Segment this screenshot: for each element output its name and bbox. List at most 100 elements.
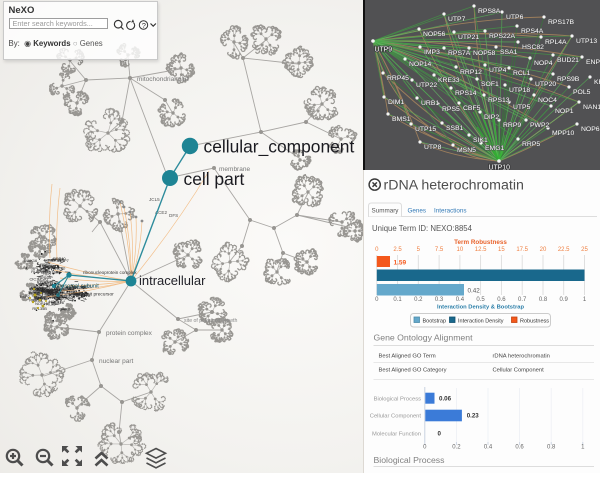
svg-text:10: 10: [457, 247, 464, 253]
svg-text:Cellular Component: Cellular Component: [493, 368, 545, 374]
svg-text:KRE1: KRE1: [594, 79, 600, 86]
svg-text:0: 0: [438, 431, 442, 438]
svg-text:0.42: 0.42: [468, 288, 481, 295]
svg-text:NOP58: NOP58: [473, 50, 496, 57]
svg-text:EMG1: EMG1: [485, 145, 504, 152]
svg-text:25: 25: [581, 247, 588, 253]
svg-text:NOP1: NOP1: [555, 108, 574, 115]
svg-text:NOP4: NOP4: [534, 60, 553, 67]
svg-text:0.06: 0.06: [439, 396, 452, 403]
svg-text:EBP2: EBP2: [20, 294, 30, 299]
svg-text:0.5: 0.5: [476, 297, 485, 303]
svg-text:Cellular Component: Cellular Component: [370, 414, 422, 420]
svg-text:RPS6B: RPS6B: [52, 257, 65, 262]
svg-text:1: 1: [583, 297, 587, 303]
svg-text:DFS: DFS: [169, 213, 178, 218]
svg-text:BUD21: BUD21: [557, 57, 579, 64]
svg-text:KRE33: KRE33: [438, 77, 460, 84]
svg-text:Summary: Summary: [372, 208, 400, 215]
svg-text:RPS9B: RPS9B: [557, 76, 580, 83]
svg-text:UTP15: UTP15: [415, 126, 436, 133]
svg-text:MPP10: MPP10: [552, 130, 575, 137]
svg-text:Term Robustness: Term Robustness: [454, 239, 507, 246]
svg-text:5: 5: [417, 247, 421, 253]
svg-text:0.6: 0.6: [515, 445, 524, 451]
svg-text:Interaction Density & Bootstra: Interaction Density & Bootstrap: [437, 305, 524, 311]
svg-text:HSC82: HSC82: [522, 44, 544, 51]
svg-text:site of polarized growth: site of polarized growth: [184, 318, 237, 324]
svg-text:POL5: POL5: [573, 89, 591, 96]
svg-text:mitochondrial part: mitochondrial part: [137, 76, 189, 83]
svg-text:RPG4: RPG4: [58, 307, 71, 312]
svg-text:0.8: 0.8: [539, 297, 548, 303]
svg-text:DIM1: DIM1: [388, 99, 404, 106]
svg-text:RPS5: RPS5: [442, 106, 460, 113]
svg-text:15: 15: [498, 247, 505, 253]
svg-text:RPS7A: RPS7A: [448, 50, 471, 57]
svg-text:2.5: 2.5: [393, 247, 402, 253]
svg-text:NOC4: NOC4: [538, 97, 557, 104]
svg-text:1: 1: [581, 445, 585, 451]
svg-text:UTP20: UTP20: [535, 81, 556, 88]
svg-text:NAN1: NAN1: [583, 104, 600, 111]
svg-text:UTP13: UTP13: [576, 38, 597, 45]
svg-text:SIK1: SIK1: [473, 137, 488, 144]
svg-text:RRP45: RRP45: [387, 75, 409, 82]
svg-text:RPS13: RPS13: [488, 97, 510, 104]
svg-text:nuclear part: nuclear part: [99, 358, 134, 365]
svg-text:0.8: 0.8: [547, 445, 556, 451]
svg-text:0.1: 0.1: [393, 297, 402, 303]
svg-text:RPL4A: RPL4A: [545, 39, 567, 46]
svg-text:RPS22A: RPS22A: [489, 33, 516, 40]
svg-text:0.3: 0.3: [435, 297, 444, 303]
svg-text:0.4: 0.4: [456, 297, 465, 303]
svg-text:0: 0: [423, 445, 427, 451]
svg-text:RRP9: RRP9: [503, 122, 521, 129]
svg-text:ribonucleoprotein complex: ribonucleoprotein complex: [83, 270, 137, 275]
svg-text:0: 0: [375, 247, 379, 253]
svg-text:UTP8: UTP8: [424, 144, 442, 151]
svg-text:17.5: 17.5: [516, 247, 528, 253]
svg-text:0.2: 0.2: [414, 297, 423, 303]
svg-text:0.23: 0.23: [467, 413, 480, 420]
svg-text:Biological Process: Biological Process: [374, 455, 446, 465]
svg-text:RPS17B: RPS17B: [548, 19, 575, 26]
svg-text:RCL1: RCL1: [513, 70, 531, 77]
svg-text:protein complex: protein complex: [106, 330, 153, 337]
svg-text:MAK16: MAK16: [24, 258, 37, 263]
svg-text:0.9: 0.9: [560, 297, 569, 303]
svg-text:UTP5: UTP5: [513, 104, 531, 111]
svg-text:Best Aligned GO Category: Best Aligned GO Category: [379, 368, 447, 374]
svg-text:Molecular Function: Molecular Function: [372, 432, 421, 438]
svg-text:PWP2: PWP2: [530, 122, 549, 129]
svg-text:intracellular: intracellular: [139, 273, 206, 288]
svg-text:RPS1A: RPS1A: [45, 264, 59, 269]
svg-text:rDNA heterochromatin: rDNA heterochromatin: [384, 178, 524, 194]
svg-text:Interaction Density: Interaction Density: [458, 319, 504, 325]
svg-text:0.7: 0.7: [518, 297, 527, 303]
svg-text:MSN5: MSN5: [457, 147, 476, 154]
svg-text:NOP56: NOP56: [423, 31, 446, 38]
svg-text:UTP7: UTP7: [448, 16, 466, 23]
svg-text:Genes: Genes: [408, 208, 427, 215]
svg-text:22.5: 22.5: [558, 247, 570, 253]
svg-text:NOP14: NOP14: [409, 61, 432, 68]
svg-text:?: ?: [141, 21, 145, 30]
svg-text:UTP22: UTP22: [416, 82, 437, 89]
svg-text:UTP18: UTP18: [509, 87, 530, 94]
svg-text:RPL23A: RPL23A: [29, 286, 44, 291]
svg-text:Biological Process: Biological Process: [374, 397, 421, 403]
svg-text:IMP3: IMP3: [424, 49, 440, 56]
svg-text:DIP2: DIP2: [484, 114, 499, 121]
svg-text:JCL5: JCL5: [149, 197, 160, 202]
svg-text:12.5: 12.5: [475, 247, 487, 253]
svg-text:Bootstrap: Bootstrap: [423, 319, 447, 325]
svg-text:CBF5: CBF5: [463, 105, 481, 112]
svg-text:7.5: 7.5: [435, 247, 444, 253]
svg-text:ribosomal small subunit precur: ribosomal small subunit precursor: [42, 292, 114, 298]
svg-text:0.2: 0.2: [452, 445, 461, 451]
svg-text:SSB1: SSB1: [446, 125, 464, 132]
svg-text:Best Aligned GO Term: Best Aligned GO Term: [379, 354, 436, 360]
svg-text:0.6: 0.6: [497, 297, 506, 303]
svg-text:RRP12: RRP12: [460, 69, 482, 76]
